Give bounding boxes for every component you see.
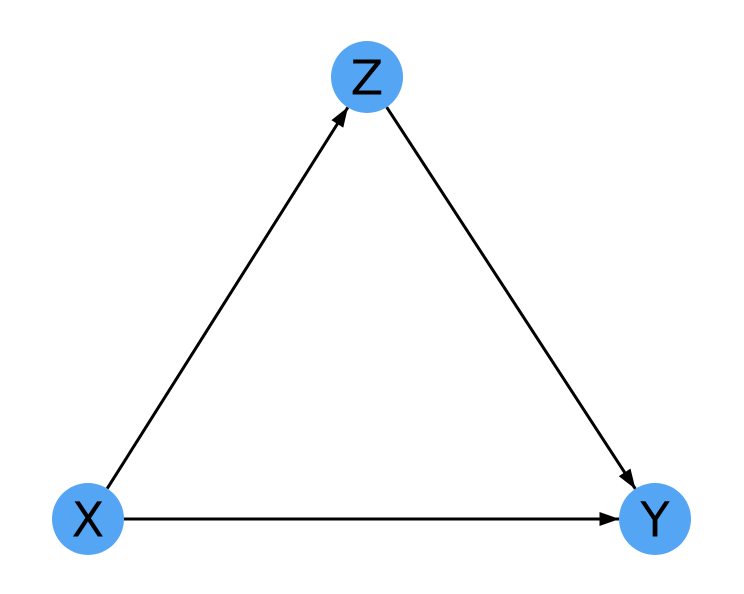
edge-x-to-z (105, 106, 350, 490)
node-x-circle (52, 483, 124, 555)
node-z-circle (331, 41, 403, 113)
edge-z-to-y (385, 106, 637, 490)
edge-layer (105, 106, 637, 526)
node-y-circle (619, 483, 691, 555)
node-y: Y (619, 483, 691, 555)
node-layer: Z X Y (52, 41, 691, 555)
node-x: X (52, 483, 124, 555)
node-z: Z (331, 41, 403, 113)
